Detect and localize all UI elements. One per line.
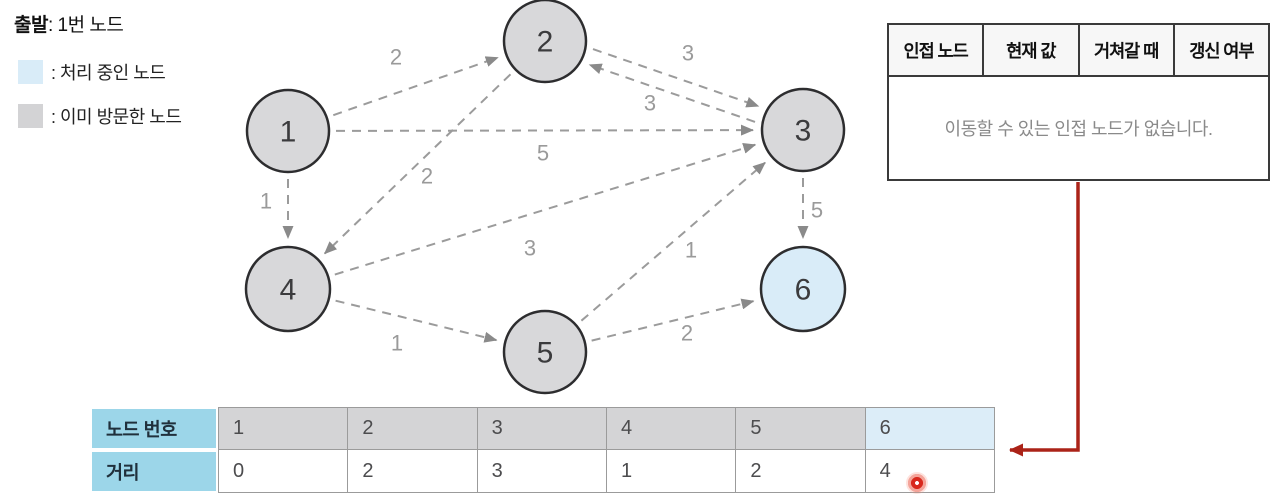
- distance-cell-2: 2: [348, 450, 478, 493]
- distance-cell-1: 0: [218, 450, 349, 493]
- edge-1-to-2: [332, 56, 499, 117]
- node-number-cell-2: 2: [348, 407, 478, 450]
- edge-weight-label: 1: [685, 238, 697, 263]
- edge-weight-label: 2: [681, 321, 693, 346]
- edge-weight-label: 3: [524, 236, 536, 261]
- node-number-cell-5: 5: [736, 407, 866, 450]
- edge-weight-label: 1: [391, 331, 403, 356]
- adjacency-header-cell: 갱신 여부: [1174, 25, 1268, 77]
- distance-row-label: 거리: [90, 450, 218, 493]
- cursor-click-indicator: [906, 472, 928, 494]
- node-number-cell-4: 4: [606, 407, 737, 450]
- edge-5-to-3: [580, 161, 766, 322]
- graph-node-2: [502, 0, 588, 84]
- edge-group: 2 5 1 3 3 2 3 1 1 2 5: [260, 41, 823, 356]
- graph-node-5: [502, 309, 588, 395]
- edge-weight-label: 2: [421, 164, 433, 189]
- edge-weight-label: 3: [644, 91, 656, 116]
- adjacency-header-cell: 현재 값: [984, 25, 1080, 77]
- edge-weight-label: 5: [811, 198, 823, 223]
- distance-cell-4: 1: [606, 450, 737, 493]
- graph-node-label-2: 2: [537, 26, 554, 59]
- graph-node-1: [245, 88, 331, 174]
- edge-weight-label: 3: [682, 41, 694, 66]
- edge-3-to-2: [588, 63, 756, 123]
- legend-item-label: : 처리 중인 노드: [51, 63, 166, 83]
- adjacency-header-cell: 거쳐갈 때: [1079, 25, 1175, 77]
- graph-node-3: [760, 87, 846, 173]
- no-adjacent-nodes-message: 이동할 수 있는 인접 노드가 없습니다.: [944, 119, 1213, 139]
- graph-node-label-6: 6: [795, 274, 812, 307]
- adjacency-header-cell: 인접 노드: [889, 25, 985, 77]
- graph-node-label-3: 3: [795, 115, 812, 148]
- edge-4-to-5: [335, 299, 498, 343]
- distance-cell-3: 3: [477, 450, 607, 493]
- distance-cell-5: 2: [736, 450, 866, 493]
- visited-node-swatch: [18, 104, 43, 128]
- edge-5-to-6: [591, 298, 755, 342]
- node-number-cell-3: 3: [477, 407, 607, 450]
- node-number-cell-1: 1: [218, 407, 349, 450]
- adjacency-panel-body: 이동할 수 있는 인접 노드가 없습니다.: [889, 77, 1268, 179]
- legend-item-visited: : 이미 방문한 노드: [18, 103, 182, 129]
- graph-node-4: [244, 245, 332, 333]
- node-group: 1 2 3 4 5 6: [244, 0, 847, 395]
- processing-node-swatch: [18, 60, 43, 84]
- node-number-row-label: 노드 번호: [90, 407, 218, 450]
- red-pointer-arrow: [1009, 182, 1080, 457]
- edge-1-to-3: [335, 124, 755, 136]
- graph-node-label-5: 5: [537, 337, 554, 370]
- graph-node-label-1: 1: [280, 116, 297, 149]
- start-node-title: 출발: 1번 노드: [14, 10, 124, 37]
- graph-node-label-4: 4: [280, 274, 297, 307]
- edge-weight-label: 2: [390, 45, 402, 70]
- legend-item-processing: : 처리 중인 노드: [18, 59, 166, 85]
- start-label-bold: 출발: [14, 15, 48, 36]
- edge-weight-label: 5: [537, 141, 549, 166]
- distance-cell-6: 4: [865, 450, 995, 493]
- edge-2-to-4: [323, 73, 512, 255]
- legend-item-label: : 이미 방문한 노드: [51, 107, 182, 127]
- edge-weight-label: 1: [260, 189, 272, 214]
- edge-2-to-3: [592, 48, 760, 108]
- graph-node-6: [759, 245, 847, 333]
- node-number-cell-6: 6: [865, 407, 995, 450]
- start-label-rest: : 1번 노드: [47, 15, 124, 36]
